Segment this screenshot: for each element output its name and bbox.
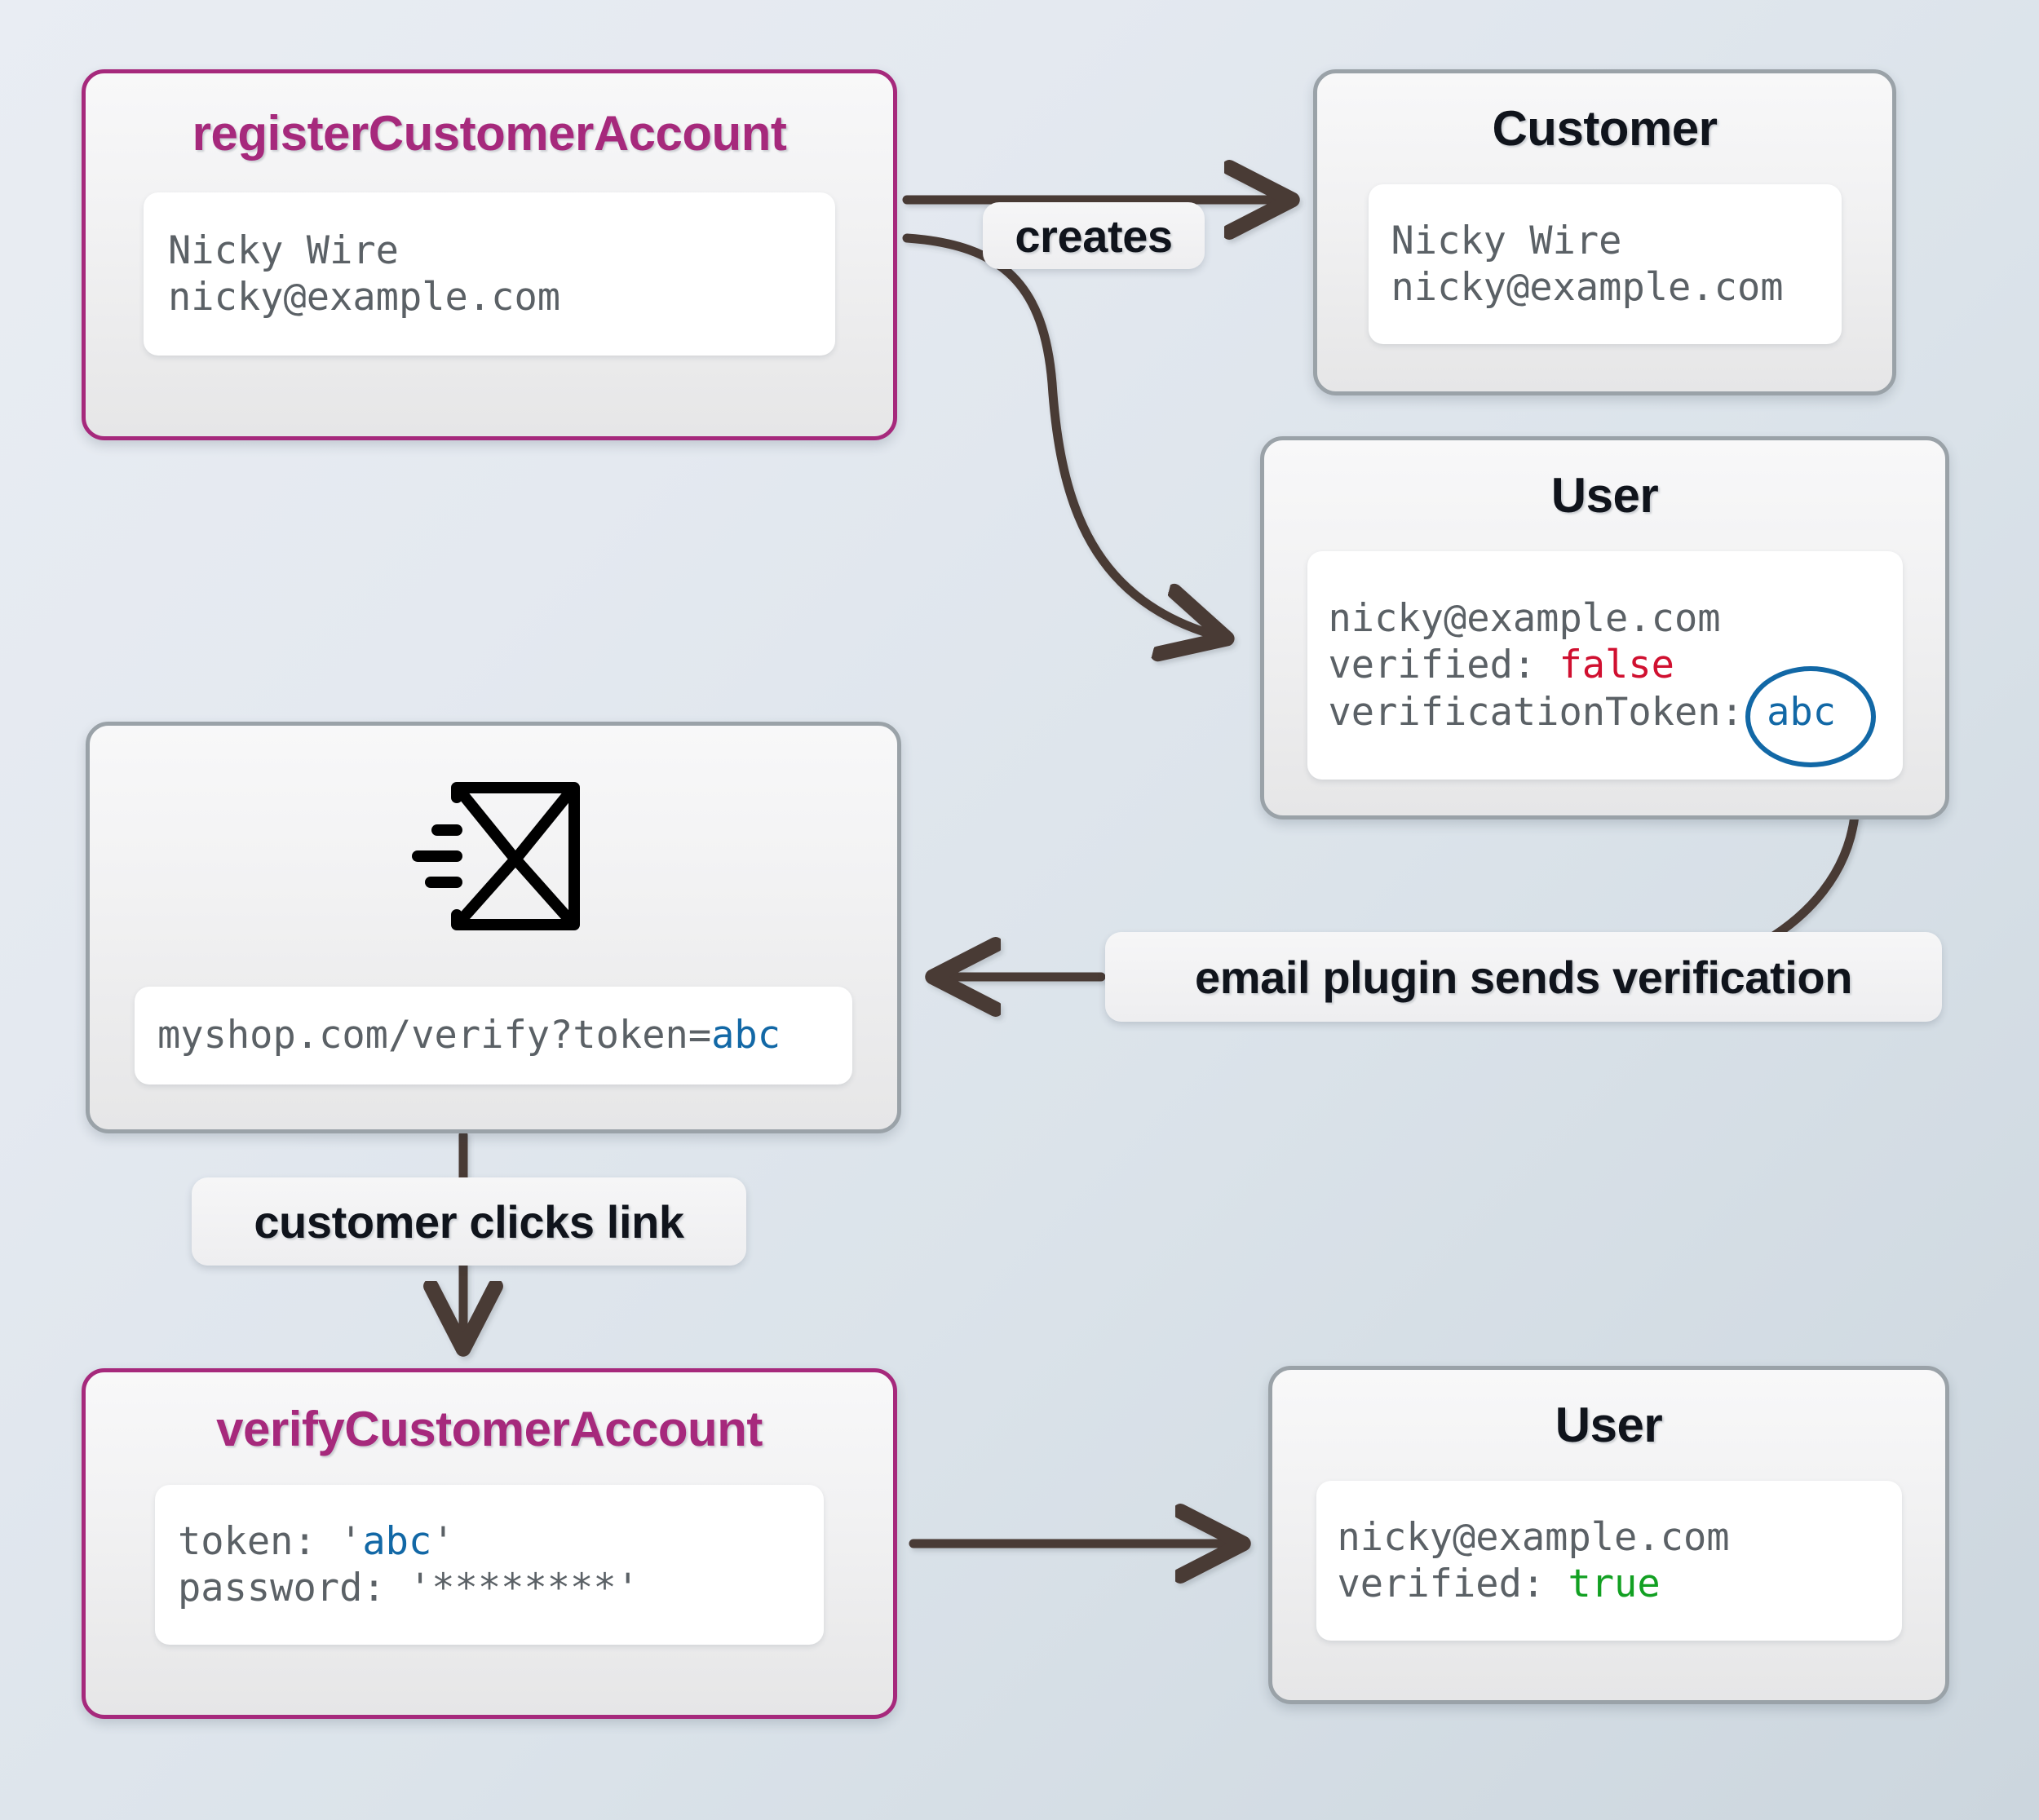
edge-creates-user <box>902 233 1223 638</box>
verification-link[interactable]: myshop.com/verify?token=abc <box>157 1012 829 1058</box>
send-email-icon <box>391 775 595 942</box>
node-register-customer-account[interactable]: registerCustomerAccount Nicky Wire nicky… <box>82 69 897 440</box>
panel-line-password: password: '********' <box>178 1565 801 1611</box>
panel-line: Nicky Wire <box>168 228 399 273</box>
edge-label-creates: creates <box>983 202 1205 269</box>
panel-line-verified: verified: true <box>1338 1561 1881 1607</box>
register-input-panel: Nicky Wire nicky@example.com <box>144 192 835 356</box>
panel-line-email: nicky@example.com <box>1338 1514 1881 1561</box>
password-key: password: <box>178 1566 409 1610</box>
user-unverified-values-panel: nicky@example.com verified: false verifi… <box>1307 551 1903 780</box>
node-title: User <box>1550 468 1659 523</box>
node-title: User <box>1555 1398 1663 1452</box>
quote-open: ' <box>408 1566 432 1610</box>
node-email-message[interactable]: myshop.com/verify?token=abc <box>86 722 901 1133</box>
user-email-value: nicky@example.com <box>1328 596 1721 641</box>
email-link-panel[interactable]: myshop.com/verify?token=abc <box>135 987 852 1084</box>
token-value: abc <box>362 1518 432 1564</box>
panel-line-token: token: 'abc' <box>178 1518 801 1565</box>
customer-values-panel: Nicky Wire nicky@example.com <box>1368 184 1842 344</box>
verify-input-panel: token: 'abc' password: '********' <box>155 1485 824 1645</box>
quote-close: ' <box>616 1566 639 1610</box>
quote-close: ' <box>431 1518 455 1564</box>
edge-label-email-plugin-sends-verification: email plugin sends verification <box>1105 932 1942 1022</box>
node-title: registerCustomerAccount <box>192 106 787 161</box>
edge-label-text: creates <box>1015 210 1173 262</box>
verified-value-false: false <box>1559 643 1674 688</box>
edge-label-text: email plugin sends verification <box>1194 951 1853 1003</box>
node-title: verifyCustomerAccount <box>216 1402 763 1456</box>
node-title: Customer <box>1492 101 1718 156</box>
node-user-unverified[interactable]: User nicky@example.com verified: false v… <box>1260 436 1949 819</box>
panel-line: Nicky Wire <box>1391 218 1622 263</box>
verified-key: verified: <box>1328 643 1559 688</box>
edge-label-text: customer clicks link <box>254 1195 684 1248</box>
node-customer-entity[interactable]: Customer Nicky Wire nicky@example.com <box>1313 69 1896 395</box>
edge-label-customer-clicks-link: customer clicks link <box>192 1177 746 1266</box>
quote-open: ' <box>339 1518 363 1564</box>
user-verified-values-panel: nicky@example.com verified: true <box>1316 1481 1902 1641</box>
verified-key: verified: <box>1337 1562 1568 1606</box>
node-verify-customer-account[interactable]: verifyCustomerAccount token: 'abc' passw… <box>82 1368 897 1719</box>
user-email-value: nicky@example.com <box>1337 1514 1730 1560</box>
panel-line: nicky@example.com <box>168 275 561 320</box>
verified-value-true: true <box>1568 1562 1661 1606</box>
panel-line-token: verificationToken: abc <box>1328 665 1882 768</box>
panel-line-verified: verified: false <box>1329 642 1882 688</box>
link-token: abc <box>711 1013 781 1058</box>
node-user-verified[interactable]: User nicky@example.com verified: true <box>1268 1366 1949 1704</box>
panel-line: nicky@example.com <box>1391 265 1784 310</box>
password-value: ******** <box>431 1566 617 1610</box>
link-prefix: myshop.com/verify?token= <box>157 1013 712 1058</box>
verification-token-key: verificationToken: <box>1328 689 1767 735</box>
token-key: token: <box>178 1518 340 1564</box>
panel-line-email: nicky@example.com <box>1329 595 1882 642</box>
verification-token-value-circled: abc <box>1745 665 1876 768</box>
